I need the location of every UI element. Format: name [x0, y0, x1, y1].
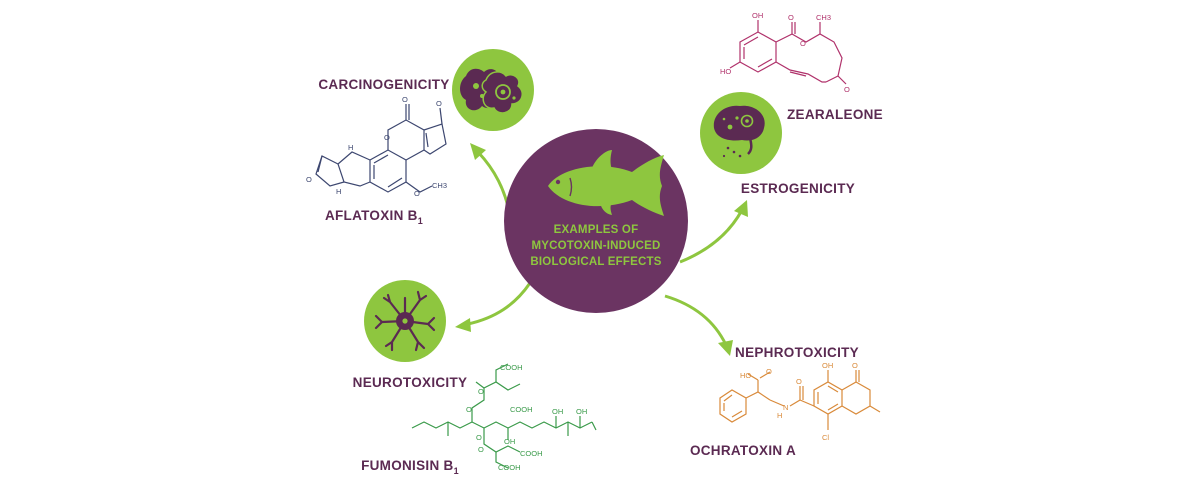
- svg-text:OH: OH: [504, 437, 515, 446]
- arrowhead-nephrotoxicity: [718, 340, 733, 356]
- neurotoxicity-node: NEUROTOXICITY: [353, 280, 468, 390]
- svg-text:O: O: [414, 189, 420, 198]
- svg-text:H: H: [348, 143, 353, 152]
- svg-text:O: O: [306, 175, 312, 184]
- svg-text:OH: OH: [576, 407, 587, 416]
- arrow-to-neurotoxicity: [467, 282, 532, 326]
- neurotoxicity-label: NEUROTOXICITY: [353, 375, 468, 390]
- arrow-to-nephrotoxicity: [664, 294, 728, 346]
- svg-text:CH3: CH3: [816, 13, 831, 22]
- arrows: [455, 143, 748, 356]
- aflatoxin-label: AFLATOXIN B1: [325, 208, 423, 226]
- fish-icon: [548, 150, 664, 216]
- center-node: EXAMPLES OF MYCOTOXIN-INDUCED BIOLOGICAL…: [504, 129, 688, 313]
- fumonisin-structure: [411, 363, 597, 469]
- svg-text:OH: OH: [822, 361, 833, 370]
- svg-text:H: H: [777, 411, 782, 420]
- carcinogenicity-node: CARCINOGENICITY: [318, 49, 534, 131]
- zearaleone-structure: [729, 20, 847, 85]
- svg-text:H: H: [336, 187, 341, 196]
- svg-text:OH: OH: [752, 11, 763, 20]
- estrogenicity-label: ESTROGENICITY: [741, 181, 855, 196]
- neuron-icon: [374, 290, 436, 352]
- svg-text:COOH: COOH: [498, 463, 521, 472]
- aflatoxin-structure: [315, 104, 447, 193]
- svg-text:O: O: [766, 367, 772, 376]
- arrow-to-estrogenicity: [679, 209, 744, 264]
- nephrotoxicity-label: NEPHROTOXICITY: [735, 345, 859, 360]
- svg-text:HO: HO: [740, 371, 751, 380]
- center-text-line1: EXAMPLES OF: [554, 224, 639, 236]
- svg-text:O: O: [800, 39, 806, 48]
- ochratoxin-atom-labels: HO O OH O O N H Cl: [740, 361, 858, 442]
- cancer-cells-icon: [460, 68, 523, 114]
- fumonisin-atom-labels: COOH COOH COOH COOH OH OH OH O O O O: [466, 363, 587, 472]
- arrowhead-neurotoxicity: [455, 318, 471, 332]
- svg-text:HO: HO: [720, 67, 731, 76]
- carcinogenicity-label: CARCINOGENICITY: [318, 77, 449, 92]
- fumonisin-label: FUMONISIN B1: [361, 458, 459, 476]
- svg-text:O: O: [478, 387, 484, 396]
- arrowhead-estrogenicity: [734, 200, 748, 217]
- svg-text:O: O: [436, 99, 442, 108]
- ochratoxin-structure: [719, 370, 881, 430]
- svg-text:N: N: [783, 403, 788, 412]
- svg-text:Cl: Cl: [822, 433, 829, 442]
- svg-text:O: O: [796, 377, 802, 386]
- svg-text:COOH: COOH: [520, 449, 543, 458]
- svg-text:O: O: [466, 405, 472, 414]
- center-text-line2: MYCOTOXIN-INDUCED: [531, 240, 660, 252]
- zearaleone-atom-labels: OH HO O O CH3 O: [720, 11, 850, 94]
- svg-text:COOH: COOH: [500, 363, 523, 372]
- svg-text:COOH: COOH: [510, 405, 533, 414]
- svg-text:O: O: [788, 13, 794, 22]
- svg-text:OH: OH: [552, 407, 563, 416]
- svg-text:O: O: [844, 85, 850, 94]
- aflatoxin-atom-labels: O O O O O H H CH3: [306, 95, 447, 198]
- svg-text:O: O: [402, 95, 408, 104]
- svg-text:O: O: [478, 445, 484, 454]
- zearaleone-label: ZEARALEONE: [787, 107, 883, 122]
- center-text-line3: BIOLOGICAL EFFECTS: [530, 256, 661, 268]
- estrogenicity-node: ESTROGENICITY: [700, 92, 855, 196]
- svg-text:O: O: [852, 361, 858, 370]
- svg-text:O: O: [384, 133, 390, 142]
- arrow-to-carcinogenicity: [476, 150, 512, 216]
- svg-text:CH3: CH3: [432, 181, 447, 190]
- ochratoxin-label: OCHRATOXIN A: [690, 443, 796, 458]
- svg-text:O: O: [476, 433, 482, 442]
- arrowhead-carcinogenicity: [470, 143, 486, 160]
- estrogen-cell-icon: [713, 105, 765, 158]
